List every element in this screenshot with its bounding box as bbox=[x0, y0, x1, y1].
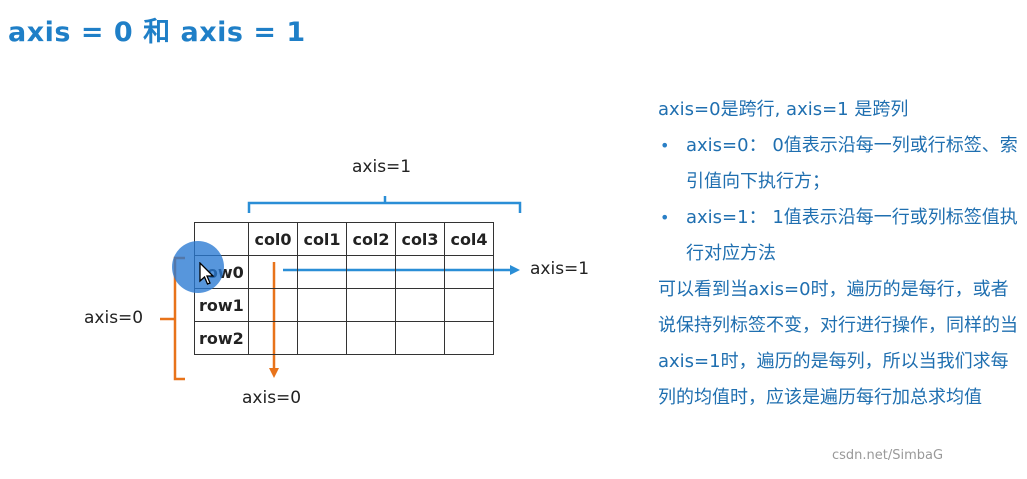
mouse-pointer-icon bbox=[199, 262, 215, 285]
left-axis-label: axis=0 bbox=[84, 308, 144, 328]
top-axis-label: axis=1 bbox=[352, 157, 412, 177]
watermark: csdn.net/SimbaG bbox=[832, 448, 944, 463]
top-bracket bbox=[247, 201, 522, 213]
bullet-icon: • bbox=[660, 208, 670, 227]
dataframe-grid: col0 col1 col2 col3 col4 row0 row1 row2 bbox=[194, 222, 494, 355]
bottom-axis-label: axis=0 bbox=[242, 388, 302, 408]
header-row: col0 col1 col2 col3 col4 bbox=[194, 222, 494, 256]
bullet-item: • axis=0： 0值表示沿每一列或行标签、索引值向下执行方； bbox=[658, 128, 1018, 200]
page-title: axis = 0 和 axis = 1 bbox=[8, 17, 306, 48]
explanation-heading: axis=0是跨行, axis=1 是跨列 bbox=[658, 99, 909, 120]
table-row: row2 bbox=[194, 321, 494, 355]
table-row: row0 bbox=[194, 255, 494, 289]
bullet-item: • axis=1： 1值表示沿每一行或列标签值执行对应方法 bbox=[658, 200, 1018, 272]
bullet-icon: • bbox=[660, 136, 670, 155]
bullet-text: axis=0： 0值表示沿每一列或行标签、索引值向下执行方； bbox=[686, 135, 1018, 192]
column-header: col1 bbox=[297, 222, 347, 256]
row-label: row2 bbox=[194, 321, 249, 355]
row-label: row1 bbox=[194, 288, 249, 322]
column-header: col2 bbox=[346, 222, 396, 256]
column-header: col3 bbox=[395, 222, 445, 256]
right-axis-label: axis=1 bbox=[530, 259, 590, 279]
column-header: col4 bbox=[444, 222, 494, 256]
bullet-text: axis=1： 1值表示沿每一行或列标签值执行对应方法 bbox=[686, 207, 1018, 264]
column-header: col0 bbox=[248, 222, 298, 256]
explanation-text: axis=0是跨行, axis=1 是跨列 • axis=0： 0值表示沿每一列或… bbox=[658, 92, 1018, 416]
explanation-paragraph: 可以看到当axis=0时，遍历的是每行，或者说保持列标签不变，对行进行操作，同样… bbox=[658, 279, 1018, 408]
axis1-arrowhead bbox=[510, 265, 520, 275]
cursor-highlight bbox=[172, 241, 224, 293]
table-row: row1 bbox=[194, 288, 494, 322]
axis0-arrowhead bbox=[269, 368, 279, 378]
